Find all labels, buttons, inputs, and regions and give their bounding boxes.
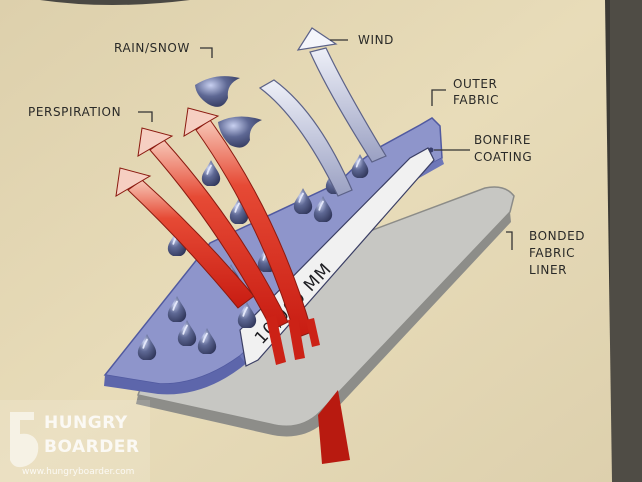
right-wall <box>610 0 642 482</box>
label-coating-line1: BONFIRE <box>474 133 531 147</box>
callout-rain <box>200 47 213 58</box>
label-wind: WIND <box>358 33 394 47</box>
perspiration-arrow <box>137 127 289 331</box>
perspiration-arrow <box>115 167 255 309</box>
watermark-line1: HUNGRY <box>44 413 128 433</box>
label-rain-snow: RAIN/SNOW <box>114 41 190 55</box>
perspiration-tail <box>318 390 350 464</box>
label-outer-fabric-line2: FABRIC <box>453 93 499 107</box>
label-coating-line2: COATING <box>474 150 532 164</box>
callout-liner <box>506 231 513 250</box>
callout-perspiration <box>138 111 153 122</box>
perspiration-leg <box>288 318 305 360</box>
rain-drop-icon <box>218 116 262 148</box>
label-liner-line1: BONDED <box>529 229 585 243</box>
falling-rain <box>195 76 262 148</box>
watermark: HUNGRY BOARDER www.hungryboarder.com <box>0 400 150 482</box>
label-outer-fabric-line1: OUTER <box>453 77 497 91</box>
wind-arrow-short <box>258 79 353 197</box>
wind-arrows <box>258 27 387 197</box>
label-perspiration: PERSPIRATION <box>28 105 121 119</box>
callout-lines <box>138 39 513 250</box>
label-liner-line3: LINER <box>529 263 567 277</box>
watermark-line2: BOARDER <box>44 437 140 457</box>
perspiration-leg <box>266 315 286 365</box>
perspiration-leg <box>306 318 320 347</box>
poster-top-curve <box>40 0 190 5</box>
wind-arrow-long <box>296 27 387 163</box>
rain-drop-icon <box>195 76 240 107</box>
watermark-logo-icon <box>10 412 39 468</box>
label-liner-line2: FABRIC <box>529 246 575 260</box>
watermark-url: www.hungryboarder.com <box>22 467 134 477</box>
perspiration-arrows <box>115 107 320 365</box>
callout-outer-fabric <box>431 89 446 106</box>
